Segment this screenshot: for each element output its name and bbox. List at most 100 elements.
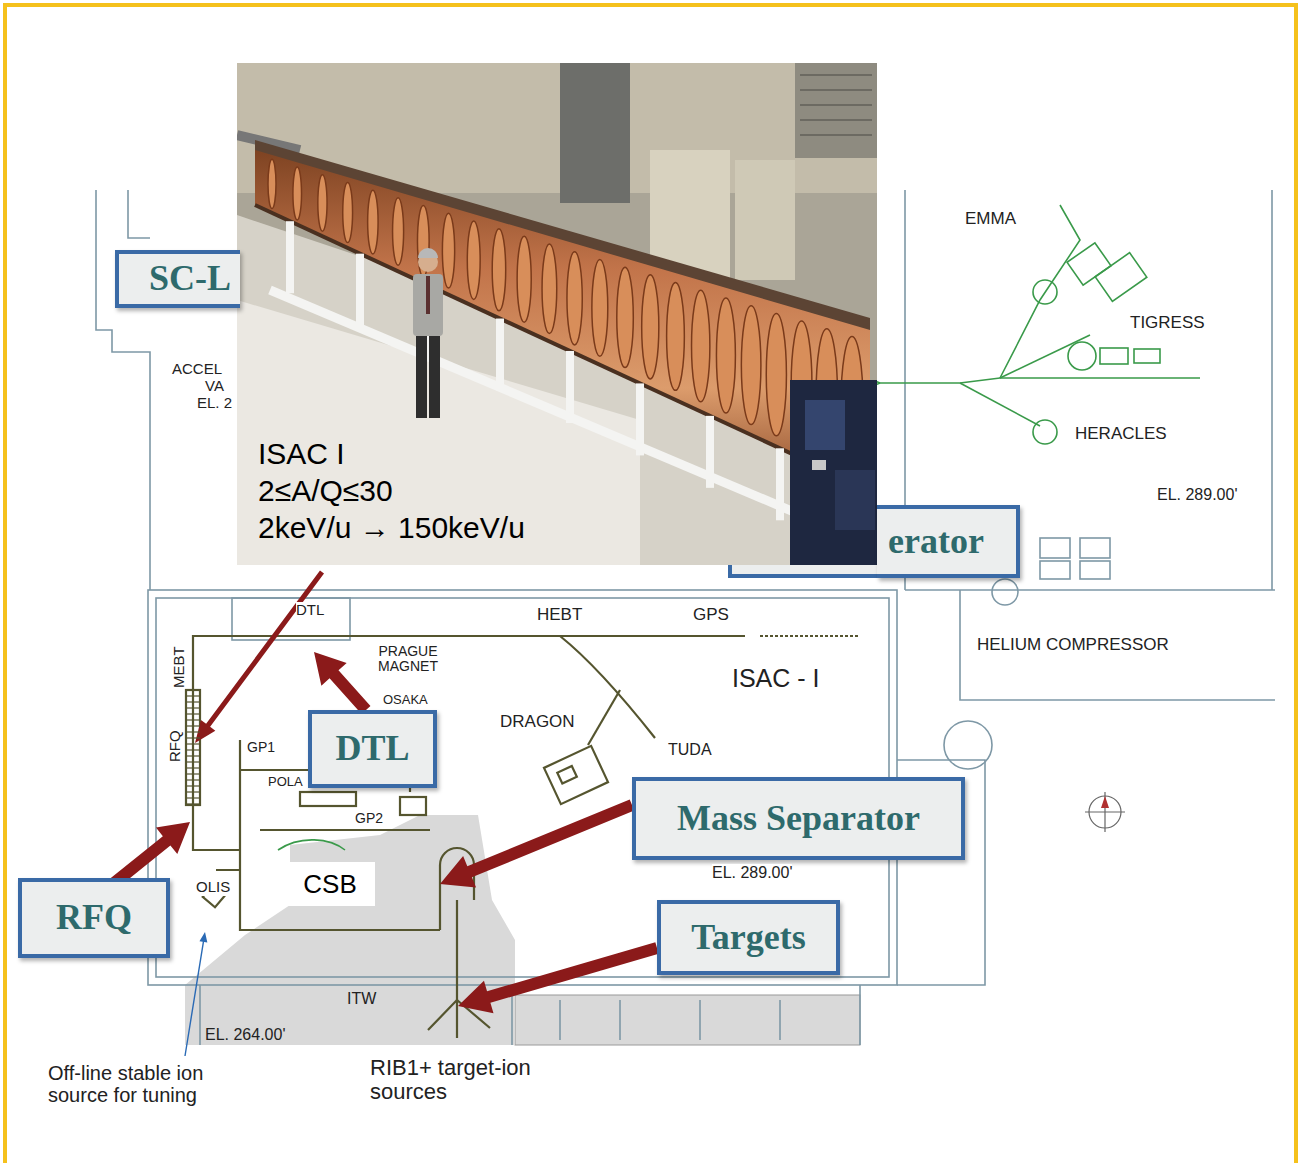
experiment-beamlines (1033, 420, 1057, 444)
copper-ring (517, 236, 531, 322)
experiment-beamlines (960, 383, 1040, 426)
isac-beamlines (300, 792, 356, 806)
annotation: RIB1+ target-ion sources (370, 1056, 535, 1104)
copper-ring (617, 267, 634, 367)
rfq-ladder (186, 731, 200, 732)
experiment-beamlines (880, 378, 1200, 383)
experiment-beamlines (1134, 349, 1160, 363)
floor-plan-walls (1040, 561, 1070, 579)
plan-label: HEBT (537, 606, 582, 625)
copper-ring (542, 244, 557, 333)
support-leg (356, 254, 364, 326)
rfq-ladder (186, 719, 200, 720)
section-box: Targets (657, 900, 840, 975)
rfq-ladder (186, 749, 200, 750)
copper-ring (343, 182, 353, 242)
box-title: Mass Separator (677, 799, 920, 839)
floor-plan-walls (944, 721, 992, 769)
leader-arrow (440, 799, 634, 887)
rfq-ladder (186, 803, 200, 804)
rfq-ladder (186, 696, 200, 804)
plan-label: EL. 289.00' (712, 864, 792, 882)
rfq-photo (795, 63, 877, 158)
copper-ring (642, 275, 659, 379)
person (416, 336, 427, 418)
experiment-beamlines (1100, 348, 1128, 364)
photo-caption: 2≤A/Q≤30 (258, 474, 393, 507)
experiment-beamlines (1033, 280, 1057, 304)
rfq-ladder (186, 767, 200, 768)
copper-ring (368, 190, 378, 254)
copper-ring (592, 259, 608, 356)
copper-ring (567, 252, 582, 345)
rfq-ladder (186, 743, 200, 744)
leader-arrow (195, 571, 324, 743)
copper-ring (716, 298, 735, 413)
plan-label: ISAC - I (732, 665, 820, 693)
box-title: erator (888, 522, 984, 562)
copper-ring (741, 306, 761, 425)
plan-label: EMMA (965, 210, 1016, 229)
rfq-photo (237, 63, 877, 565)
rfq-photo (560, 63, 630, 203)
box-title: CSB (303, 870, 356, 899)
box-title: Targets (691, 918, 806, 958)
isac-beamlines (400, 797, 426, 815)
rfq-photo (237, 63, 877, 565)
annotation: Off-line stable ion source for tuning (48, 1062, 253, 1106)
copper-ring (667, 283, 685, 391)
rfq-ladder (186, 791, 200, 792)
plan-label: DTL (296, 602, 324, 619)
experiment-beamlines (1067, 243, 1111, 285)
isac-beamlines (186, 690, 200, 805)
person (413, 274, 443, 336)
plan-label: EL. 264.00' (205, 1026, 285, 1044)
plan-label: RFQ (167, 730, 182, 762)
copper-ring (467, 221, 480, 299)
section-box: Mass Separator (632, 777, 965, 860)
rfq-ladder (186, 713, 200, 714)
section-box: DTL (308, 710, 437, 788)
rfq-photo (735, 160, 795, 280)
section-box: SC-L (115, 250, 240, 308)
rfq-ladder (186, 779, 200, 780)
floor-plan-walls (232, 598, 350, 640)
person (429, 336, 440, 418)
person (413, 248, 443, 418)
photo-caption: 2keV/u → 150keV/u (258, 511, 525, 544)
copper-ring (293, 167, 302, 220)
floor-plan-shading (515, 995, 860, 1045)
rfq-ladder (186, 761, 200, 762)
plan-label: OLIS (196, 879, 230, 896)
plan-label: PRAGUE MAGNET (376, 644, 440, 675)
photo-caption: ISAC I (258, 437, 345, 470)
copper-ring (492, 229, 505, 311)
copper-ring (692, 290, 710, 401)
plan-label: ACCEL (172, 361, 222, 378)
rfq-photo (800, 75, 872, 135)
rfq-photo (805, 400, 845, 450)
experiment-beamlines (1068, 342, 1096, 370)
plan-label: EL. 289.00' (1157, 486, 1237, 504)
plan-label: TIGRESS (1130, 314, 1205, 333)
rfq-ladder (186, 695, 200, 696)
isac-beamlines (544, 746, 608, 804)
floor-plan-walls (1080, 561, 1110, 579)
floor-plan-walls (200, 985, 860, 1045)
person (426, 276, 430, 314)
plan-label: DRAGON (500, 713, 575, 732)
floor-plan-walls (560, 1000, 780, 1040)
page-frame (5, 5, 1296, 1163)
rfq-ladder (186, 773, 200, 774)
plan-label: EL. 2 (197, 395, 232, 412)
rfq-ladder (186, 725, 200, 726)
isac-beamlines (588, 690, 620, 745)
plan-label: POLA (268, 775, 303, 789)
leader-arrow (314, 652, 370, 714)
compass (1085, 792, 1125, 832)
section-box: RFQ (18, 878, 170, 958)
isac-beamlines (557, 766, 577, 784)
